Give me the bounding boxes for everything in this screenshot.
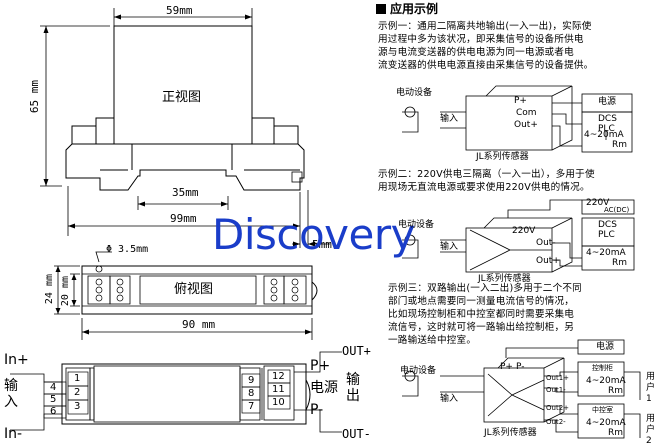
terminal-3: 3: [74, 401, 81, 412]
example3-rm2: Rm: [608, 428, 624, 438]
front-view-label: 正视图: [162, 90, 202, 105]
example2-line: 用现场无直流电源或要求使用220V供电的情况。: [378, 182, 590, 193]
example2-current: 4~20mA: [586, 248, 626, 258]
example2-input-label: 输入: [440, 242, 459, 252]
example2-plc: PLC: [598, 230, 615, 240]
out-minus-label: OUT-: [342, 427, 371, 441]
example1-text: 示例一：通用二隔离共地输出(一入一出)，实际使 用过程中多为该状况，即采集信号的…: [378, 20, 663, 72]
example2-220v-box: 220V: [586, 198, 610, 208]
top-view-hole-dim: Φ 3.5mm: [106, 244, 149, 255]
example1-line: 用过程中多为该状况，即采集信号的设备所供电: [378, 34, 584, 45]
example2-motor-label: 电动设备: [398, 220, 435, 230]
example1-power: 电源: [598, 97, 617, 107]
example1-input-label: 输入: [440, 114, 459, 124]
example3-out1-plus: Out1+: [546, 374, 570, 382]
example3-motor-label: 电动设备: [400, 366, 437, 376]
terminal-7: 7: [248, 401, 255, 412]
example2-ac-dc: AC(DC): [604, 206, 630, 214]
example3-control-room: 中控室: [592, 406, 613, 414]
p-minus-label: P-: [310, 402, 324, 418]
front-view-width-dim: 59mm: [166, 4, 193, 17]
example1-out-plus: Out+: [514, 120, 538, 130]
example3-line: 比如现场控制柜和中控室都同时需要采集电: [388, 309, 575, 320]
example2-220v: 220V: [512, 226, 536, 236]
terminal-view-outline: [10, 351, 342, 433]
example3-current1: 4~20mA: [586, 376, 626, 386]
example2-diagram: [402, 199, 635, 273]
example3-sensor: JL系列传感器: [484, 428, 537, 438]
front-view-side-dim: 5mm: [312, 238, 332, 251]
example1-dcs: DCS: [598, 114, 617, 124]
example1-p-plus: P+: [514, 96, 527, 106]
out-plus-label: OUT+: [342, 344, 371, 358]
top-view-inner-height-dim: 20 mm: [60, 276, 71, 307]
front-view-rail-dim: 35mm: [172, 186, 199, 199]
example2-out-plus: Out+: [536, 256, 560, 266]
example3-line: 示例三：双路输出(一入二出)多用于二个不同: [388, 283, 582, 294]
example1-line: 源与电流变送器的供电电源为同一电源或者电: [378, 47, 574, 58]
example3-user2: 用户2: [646, 414, 656, 446]
example1-current: 4~20mA: [584, 130, 624, 140]
example3-diagram: [402, 339, 641, 439]
terminal-4: 4: [50, 382, 57, 393]
example3-line: 部门或地点需要同一测量电流信号的情况，: [388, 296, 575, 307]
front-view-height-dim: 65 mm: [28, 80, 41, 114]
example3-line: 流信号，这时就可将一路输出给控制柜，另: [388, 322, 575, 333]
top-view-label: 俯视图: [174, 282, 214, 297]
example3-current2: 4~20mA: [586, 418, 626, 428]
example1-plc: PLC: [598, 124, 615, 134]
example2-sensor: JL系列传感器: [478, 274, 531, 284]
example3-p-minus: P-: [516, 362, 525, 372]
example3-rm1: Rm: [608, 386, 624, 396]
section-title: 应用示例: [390, 2, 439, 16]
example1-sensor: JL系列传感器: [476, 152, 529, 162]
example2-text: 示例二：220V供电三隔离（一入一出），多用于使 用现场无直流电源或要求使用22…: [378, 168, 663, 194]
terminal-10: 10: [272, 397, 285, 408]
example3-input-label: 输入: [440, 394, 459, 404]
example1-motor-label: 电动设备: [396, 88, 433, 98]
terminal-2: 2: [74, 387, 81, 398]
example3-control-cabinet: 控制柜: [592, 364, 613, 372]
example3-out1-minus: Out1-: [546, 386, 566, 394]
top-view-outer-height-dim: 24 mm: [44, 274, 55, 305]
example3-p-plus: P+: [500, 362, 513, 372]
in-plus-label: In+: [4, 352, 29, 368]
example3-line: 一路输送给中控室。: [388, 335, 477, 346]
terminal-9: 9: [248, 375, 255, 386]
watermark: Discovery: [212, 210, 416, 259]
front-view-total-dim: 99mm: [170, 212, 197, 225]
top-view-outline: [54, 251, 318, 340]
terminal-5: 5: [50, 394, 57, 405]
output-label: 输出: [346, 372, 360, 404]
top-view-length-dim: 90 mm: [182, 318, 216, 331]
example3-text: 示例三：双路输出(一入二出)多用于二个不同 部门或地点需要同一测量电流信号的情况…: [388, 282, 663, 347]
example2-out-minus: Out-: [536, 238, 556, 248]
example3-out2-minus: Out2-: [546, 418, 566, 426]
example3-out2-plus: Out2+: [546, 404, 570, 412]
terminal-11: 11: [272, 384, 285, 395]
p-plus-label: P+: [310, 358, 331, 374]
terminal-12: 12: [272, 371, 285, 382]
input-label: 输入: [4, 378, 18, 410]
example1-diagram: [402, 85, 633, 153]
example3-power: 电源: [596, 342, 615, 352]
terminal-8: 8: [248, 388, 255, 399]
example1-line: 示例一：通用二隔离共地输出(一入一出)，实际使: [378, 21, 592, 32]
power-label: 电源: [310, 380, 338, 396]
example2-rm: Rm: [612, 258, 628, 268]
terminal-1: 1: [74, 373, 81, 384]
example2-dcs: DCS: [598, 220, 617, 230]
example3-user1: 用户1: [646, 372, 656, 404]
example1-com: Com: [516, 108, 537, 118]
section-bullet: [376, 4, 386, 14]
example2-line: 示例二：220V供电三隔离（一入一出），多用于使: [378, 169, 595, 180]
terminal-6: 6: [50, 406, 57, 417]
example1-line: 流变送器的供电电源直接由采集信号的设备提供。: [378, 60, 594, 71]
example1-rm: Rm: [612, 140, 628, 150]
in-minus-label: In-: [4, 426, 23, 442]
